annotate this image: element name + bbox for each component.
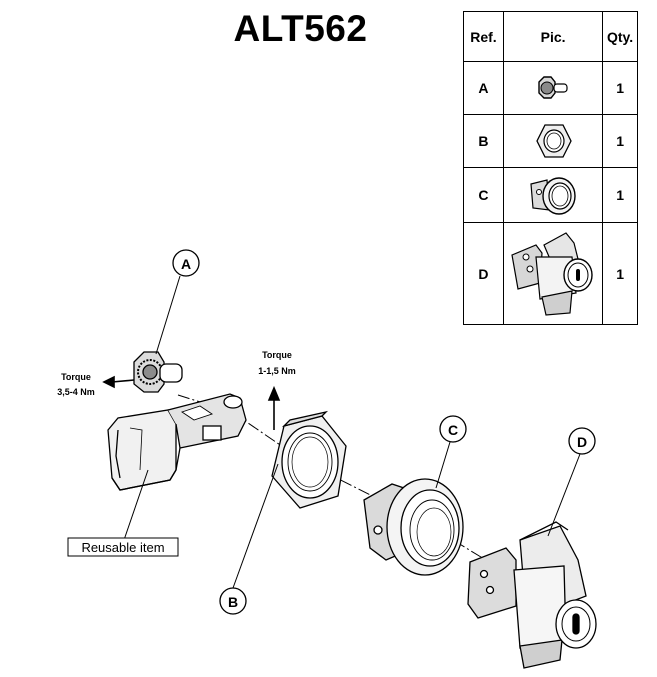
row-qty: 1	[602, 222, 638, 325]
svg-text:B: B	[228, 594, 238, 610]
header-qty: Qty.	[602, 11, 638, 62]
leader-lines	[123, 275, 581, 589]
header-pic: Pic.	[502, 11, 604, 62]
lock-housing-icon	[502, 167, 604, 223]
reusable-item-label: Reusable item	[67, 537, 179, 557]
svg-text:D: D	[577, 434, 587, 450]
svg-text:A: A	[181, 256, 191, 272]
row-ref: D	[463, 222, 504, 325]
callout-d: D	[568, 427, 596, 455]
callout-b: B	[219, 587, 247, 615]
callout-c: C	[439, 415, 467, 443]
callout-a: A	[172, 249, 200, 277]
row-qty: 1	[602, 61, 638, 115]
parts-table: Ref. Pic. Qty. A 1 B 1 C	[463, 11, 638, 325]
table-header-row: Ref. Pic. Qty.	[463, 11, 638, 62]
torque-nut-label: Torque	[262, 350, 292, 360]
torque-nut-value: 1-1,5 Nm	[258, 366, 296, 376]
row-ref: B	[463, 114, 504, 168]
cam-lock-part	[467, 521, 597, 669]
bolt-icon	[502, 61, 604, 115]
header-ref: Ref.	[463, 11, 504, 62]
torque-bolt-value: 3,5-4 Nm	[57, 387, 95, 397]
table-row: D 1	[463, 222, 638, 325]
table-row: A 1	[463, 61, 638, 115]
row-qty: 1	[602, 167, 638, 223]
torque-bolt-label: Torque	[61, 372, 91, 382]
torque-arrow	[267, 385, 281, 430]
svg-text:Reusable item: Reusable item	[81, 540, 164, 555]
drawing-title: ALT562	[233, 8, 368, 49]
svg-text:C: C	[448, 422, 458, 438]
hex-nut-part	[271, 410, 347, 509]
cam-arm-part	[107, 393, 247, 491]
table-row: C 1	[463, 167, 638, 223]
bolt-part	[133, 351, 183, 393]
torque-arrow	[102, 375, 135, 389]
hex-nut-icon	[502, 114, 604, 168]
lock-housing-part	[363, 478, 464, 576]
cam-lock-icon	[502, 222, 604, 325]
